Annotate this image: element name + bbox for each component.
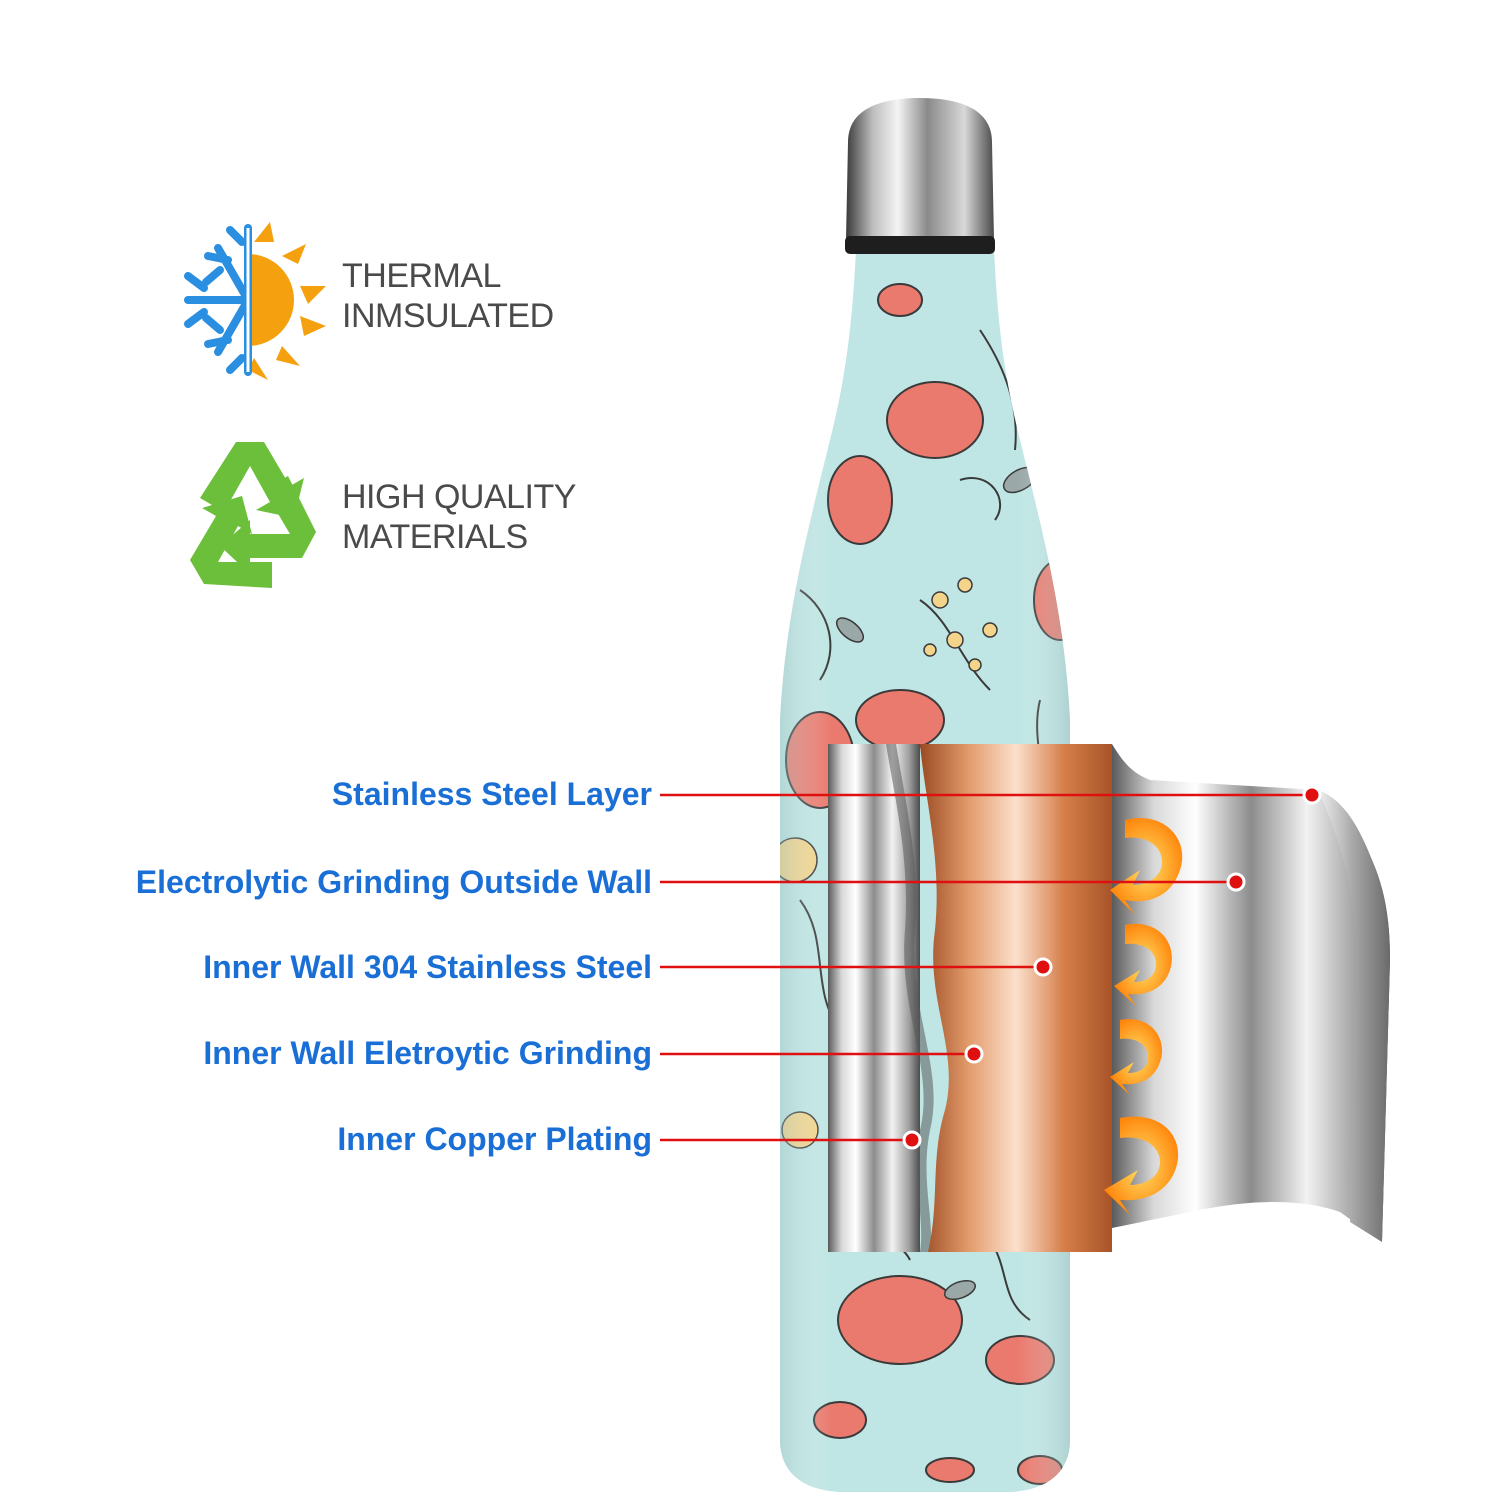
cap-seal-ring [845, 236, 995, 254]
feature-line: HIGH QUALITY [342, 478, 576, 516]
label-stainless-steel-layer: Stainless Steel Layer [331, 776, 652, 812]
label-inner-wall-304-stainless-steel: Inner Wall 304 Stainless Steel [203, 949, 652, 985]
feature-line: MATERIALS [342, 518, 528, 556]
layer-cutaway [828, 744, 1390, 1252]
leader-inner-copper-plating [660, 1130, 922, 1150]
heat-arrows [1104, 818, 1183, 1215]
leader-lines [660, 785, 1322, 1150]
peeled-wall-edge [1318, 790, 1390, 1242]
feature-line: THERMAL [342, 257, 501, 295]
snowflake-sun-icon [184, 222, 326, 380]
leader-inner-wall-304 [660, 957, 1053, 977]
feature-thermal-insulated: THERMAL INMSULATED [342, 256, 554, 336]
copper-layer [920, 744, 1112, 1252]
bottle-cap [846, 98, 994, 240]
feature-line: INMSULATED [342, 297, 554, 335]
peeled-steel-wall [1112, 744, 1390, 1242]
inner-groove [886, 744, 934, 1252]
feature-high-quality-materials: HIGH QUALITY MATERIALS [342, 477, 576, 557]
bottle [780, 98, 1070, 1492]
heat-arrow-icon [1110, 1019, 1163, 1095]
label-electrolytic-grinding-outside-wall: Electrolytic Grinding Outside Wall [135, 864, 652, 900]
label-inner-copper-plating: Inner Copper Plating [337, 1121, 652, 1157]
leader-electrolytic-outside-wall [660, 872, 1246, 892]
leader-inner-wall-grinding [660, 1044, 984, 1064]
leader-stainless-steel-layer [660, 785, 1322, 805]
label-inner-wall-eletroytic-grinding: Inner Wall Eletroytic Grinding [203, 1035, 652, 1071]
heat-arrow-icon [1114, 923, 1172, 1006]
heat-arrow-icon [1110, 818, 1183, 915]
recycle-icon [190, 442, 316, 588]
heat-arrow-icon [1104, 1116, 1179, 1215]
